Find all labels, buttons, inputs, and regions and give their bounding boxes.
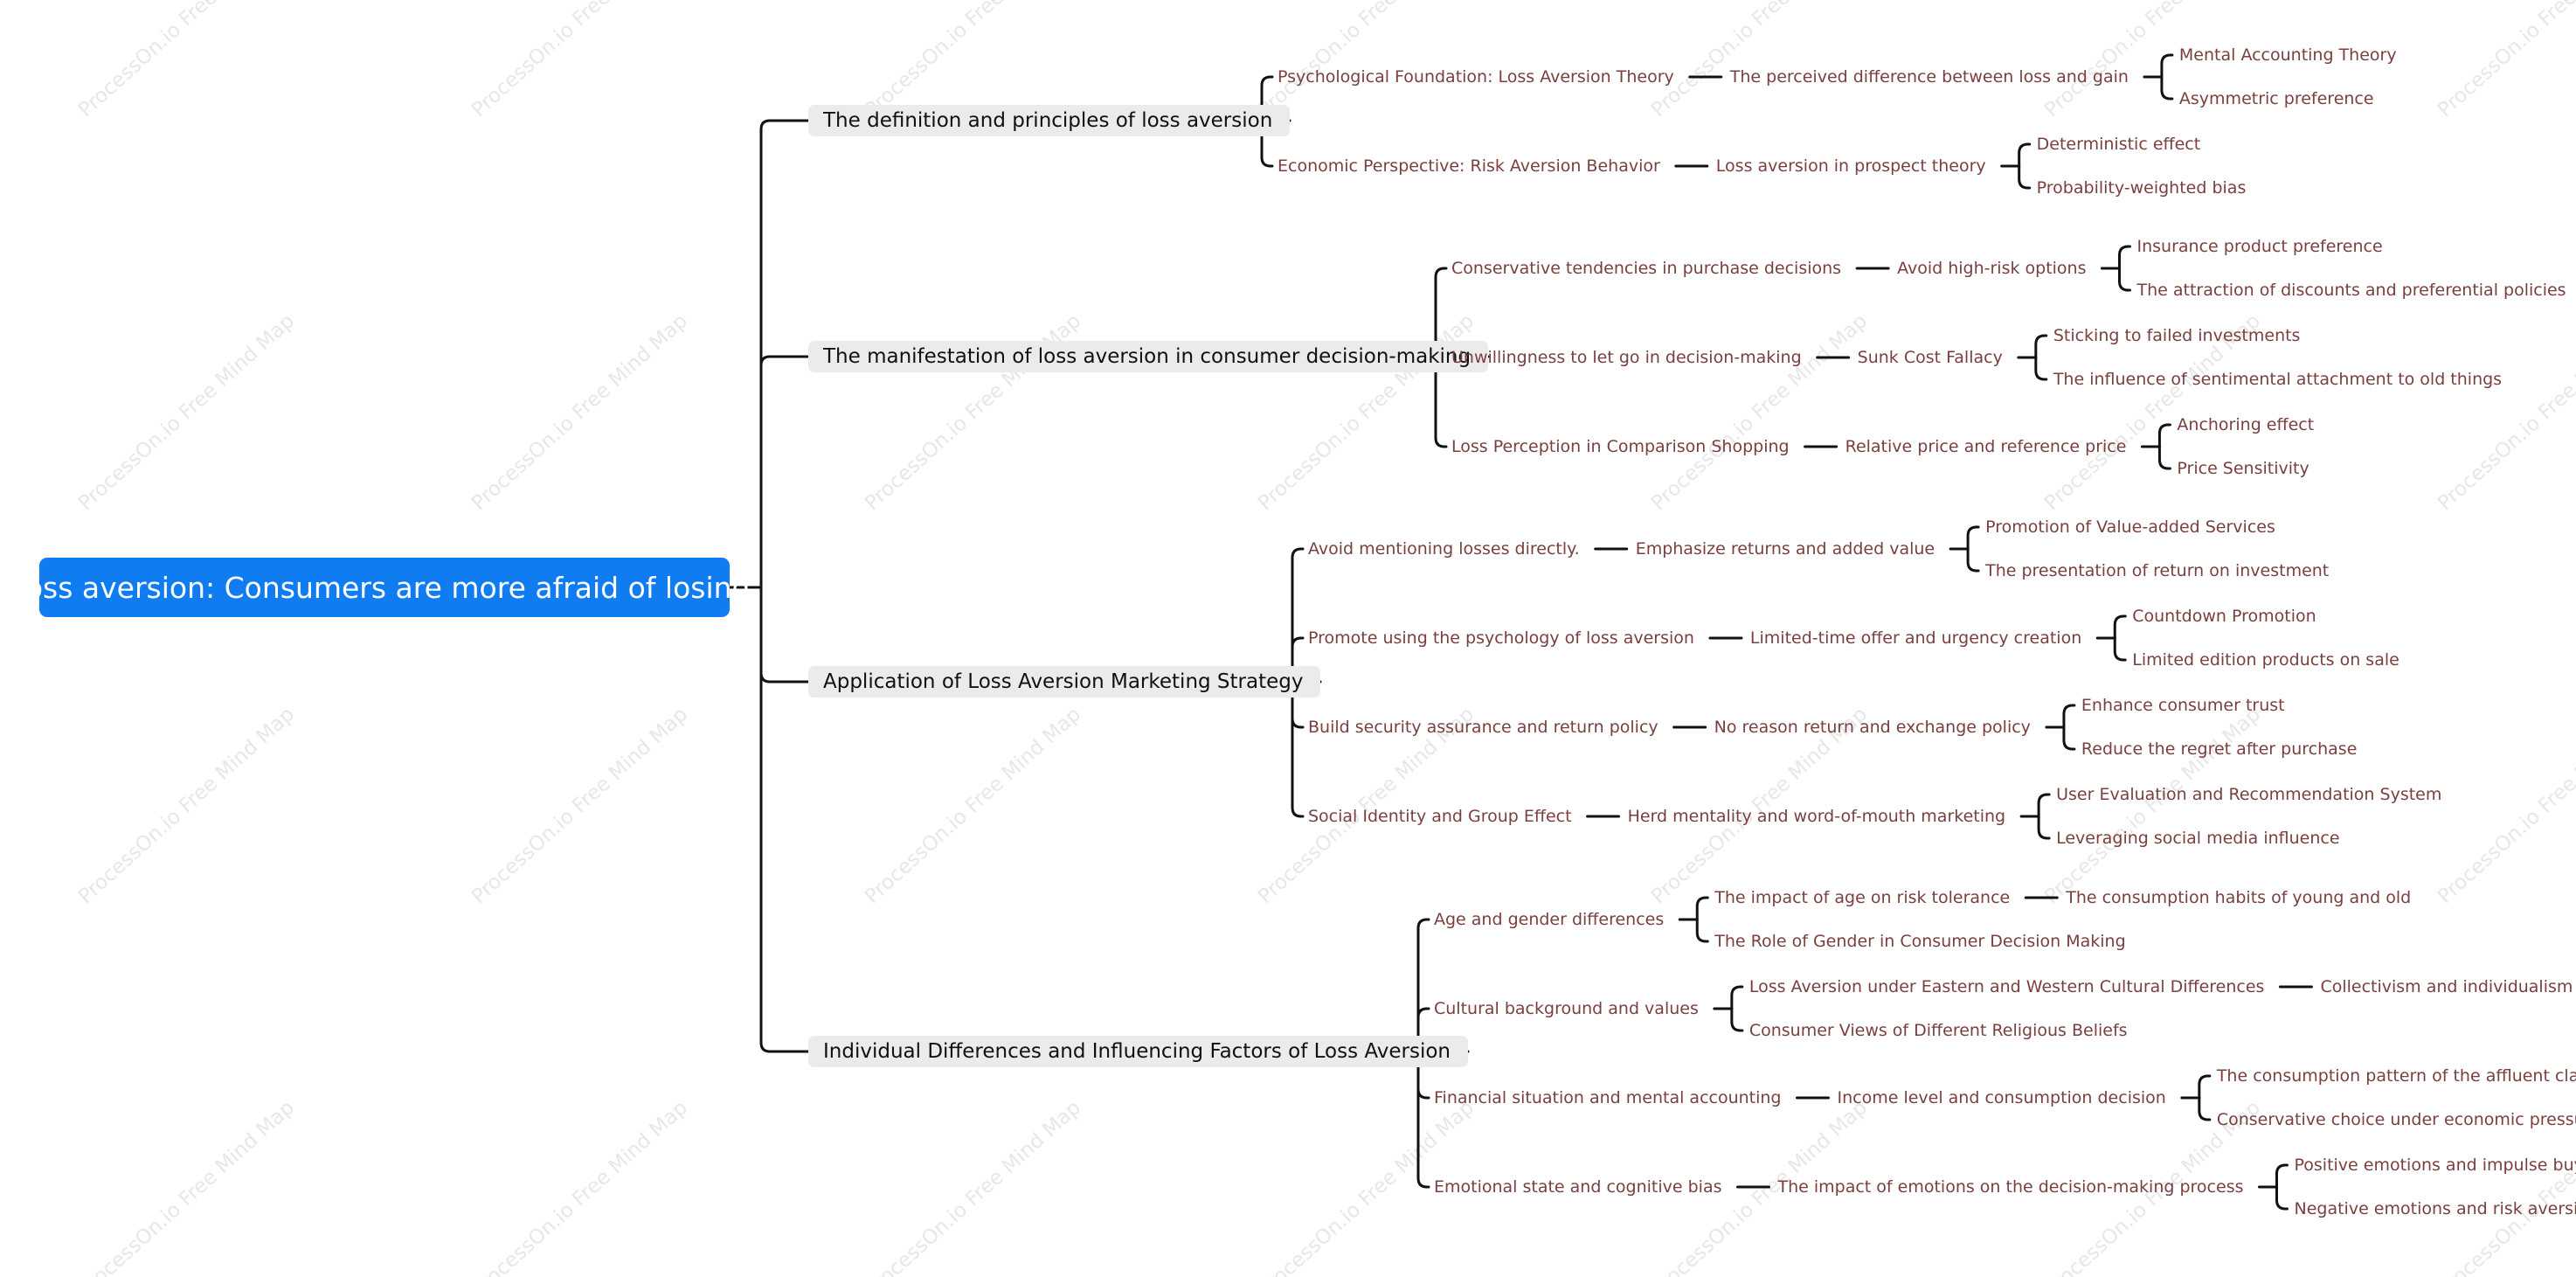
branch-topic[interactable]: The manifestation of loss aversion in co… [808,341,1488,372]
leaf-label[interactable]: Collectivism and individualism [2320,977,2573,996]
subtopic-label[interactable]: Sunk Cost Fallacy [1857,348,2003,367]
leaf-connector-arm [2062,725,2076,751]
leaf-label[interactable]: Sticking to failed investments [2053,326,2301,345]
leaf-connector-arm [1695,918,1709,943]
leaf-label[interactable]: Deterministic effect [2036,135,2201,154]
leaf-connector-arm [2157,423,2171,448]
leaf-connector-arm [1730,985,1744,1010]
root-connector-arm [759,119,810,589]
leaf-connector-arm [2198,1074,2212,1100]
subtopic-label[interactable]: Psychological Foundation: Loss Aversion … [1278,67,1674,87]
leaf-label[interactable]: Price Sensitivity [2177,459,2309,478]
branch-connector-arm [1434,355,1448,448]
leaf-label[interactable]: Reduce the regret after purchase [2081,739,2358,759]
leaf-label[interactable]: The consumption habits of young and old [2066,888,2412,907]
leaf-connector-arm [2275,1185,2289,1211]
leaf-connector-arm [2157,445,2171,470]
subtopic-label[interactable]: Age and gender differences [1434,910,1665,929]
subtopic-label[interactable]: No reason return and exchange policy [1714,718,2031,737]
leaf-label[interactable]: Countdown Promotion [2132,607,2316,626]
branch-topic[interactable]: Application of Loss Aversion Marketing S… [808,666,1320,697]
leaf-label[interactable]: Probability-weighted bias [2036,178,2247,198]
branch-topic[interactable]: Individual Differences and Influencing F… [808,1036,1468,1067]
subtopic-label[interactable]: Build security assurance and return poli… [1308,718,1658,737]
leaf-label[interactable]: Insurance product preference [2136,237,2383,256]
leaf-connector-arm [2018,164,2032,190]
subtopic-label[interactable]: Income level and consumption decision [1837,1088,2166,1107]
leaf-label[interactable]: Negative emotions and risk aversion [2294,1199,2576,1218]
subtopic-label[interactable]: The impact of age on risk tolerance [1714,888,2011,907]
leaf-label[interactable]: Mental Accounting Theory [2178,45,2397,65]
subtopic-label[interactable]: Financial situation and mental accountin… [1434,1088,1782,1107]
leaf-label[interactable]: Conservative choice under economic press… [2216,1110,2576,1129]
branch-connector-arm [1291,680,1305,818]
leaf-label[interactable]: Leveraging social media influence [2056,829,2340,848]
subtopic-label[interactable]: Loss Aversion under Eastern and Western … [1748,977,2265,996]
branch-connector-arm [1416,1007,1430,1053]
leaf-label[interactable]: The consumption pattern of the affluent … [2216,1066,2576,1086]
leaf-connector-arm [2118,245,2131,270]
leaf-label[interactable]: The attraction of discounts and preferen… [2136,281,2566,300]
branch-connector-arm [1291,636,1305,684]
leaf-label[interactable]: Enhance consumer trust [2081,696,2285,715]
subtopic-label[interactable]: Emphasize returns and added value [1635,539,1935,559]
subtopic-label[interactable]: Herd mentality and word-of-mouth marketi… [1627,807,2006,826]
subtopic-label[interactable]: Conservative tendencies in purchase deci… [1451,259,1842,278]
leaf-label[interactable]: Limited edition products on sale [2132,650,2399,670]
subtopic-label[interactable]: Limited-time offer and urgency creation [1749,628,2082,648]
leaf-connector-arm [2018,142,2032,168]
branch-connector-arm [1260,119,1274,168]
leaf-connector-arm [2034,334,2048,359]
root-topic[interactable]: Loss aversion: Consumers are more afraid… [10,558,759,617]
leaf-label[interactable]: The influence of sentimental attachment … [2053,370,2503,389]
subtopic-label[interactable]: The perceived difference between loss an… [1729,67,2129,87]
branch-topic[interactable]: The definition and principles of loss av… [808,105,1290,136]
leaf-label[interactable]: Positive emotions and impulse buying [2294,1156,2576,1175]
leaf-connector-arm [2198,1096,2212,1121]
leaf-connector-arm [1695,896,1709,921]
leaf-label[interactable]: The presentation of return on investment [1985,561,2330,580]
leaf-connector-arm [2160,53,2174,79]
subtopic-label[interactable]: Economic Perspective: Risk Aversion Beha… [1278,156,1660,176]
subtopic-label[interactable]: Social Identity and Group Effect [1308,807,1572,826]
leaf-connector-arm [2275,1163,2289,1189]
leaf-connector-arm [2118,267,2131,292]
subtopic-label[interactable]: Loss Perception in Comparison Shopping [1451,437,1790,456]
leaf-connector-arm [2062,704,2076,729]
subtopic-label[interactable]: Relative price and reference price [1845,437,2127,456]
subtopic-label[interactable]: Cultural background and values [1434,999,1699,1018]
leaf-connector-arm [2037,793,2051,818]
leaf-connector-arm [2113,614,2127,640]
subtopic-label[interactable]: Consumer Views of Different Religious Be… [1748,1021,2128,1040]
root-connector-arm [759,355,810,589]
leaf-label[interactable]: Anchoring effect [2177,415,2315,434]
branch-connector-arm [1260,75,1274,122]
leaf-label[interactable]: Promotion of Value-added Services [1985,517,2275,537]
leaf-connector-arm [2113,636,2127,662]
subtopic-label[interactable]: Loss aversion in prospect theory [1715,156,1986,176]
leaf-connector-arm [2034,356,2048,381]
leaf-connector-arm [1730,1007,1744,1032]
subtopic-label[interactable]: Unwillingness to let go in decision-maki… [1451,348,1802,367]
branch-connector-arm [1416,918,1430,1053]
subtopic-label[interactable]: Avoid mentioning losses directly. [1308,539,1580,559]
root-connector-arm [759,586,810,684]
leaf-label[interactable]: User Evaluation and Recommendation Syste… [2056,785,2442,804]
root-connector-arm [759,586,810,1053]
branch-connector-arm [1416,1050,1430,1189]
leaf-connector-arm [1966,525,1980,551]
branch-connector-arm [1434,267,1448,358]
leaf-connector-arm [1966,547,1980,573]
branch-connector-arm [1291,547,1305,684]
leaf-label[interactable]: Asymmetric preference [2178,89,2374,108]
leaf-connector-arm [2160,75,2174,101]
subtopic-label[interactable]: The Role of Gender in Consumer Decision … [1714,932,2126,951]
leaf-connector-arm [2037,815,2051,840]
subtopic-label[interactable]: The impact of emotions on the decision-m… [1777,1177,2244,1197]
subtopic-label[interactable]: Promote using the psychology of loss ave… [1308,628,1694,648]
subtopic-label[interactable]: Avoid high-risk options [1897,259,2087,278]
subtopic-label[interactable]: Emotional state and cognitive bias [1434,1177,1722,1197]
